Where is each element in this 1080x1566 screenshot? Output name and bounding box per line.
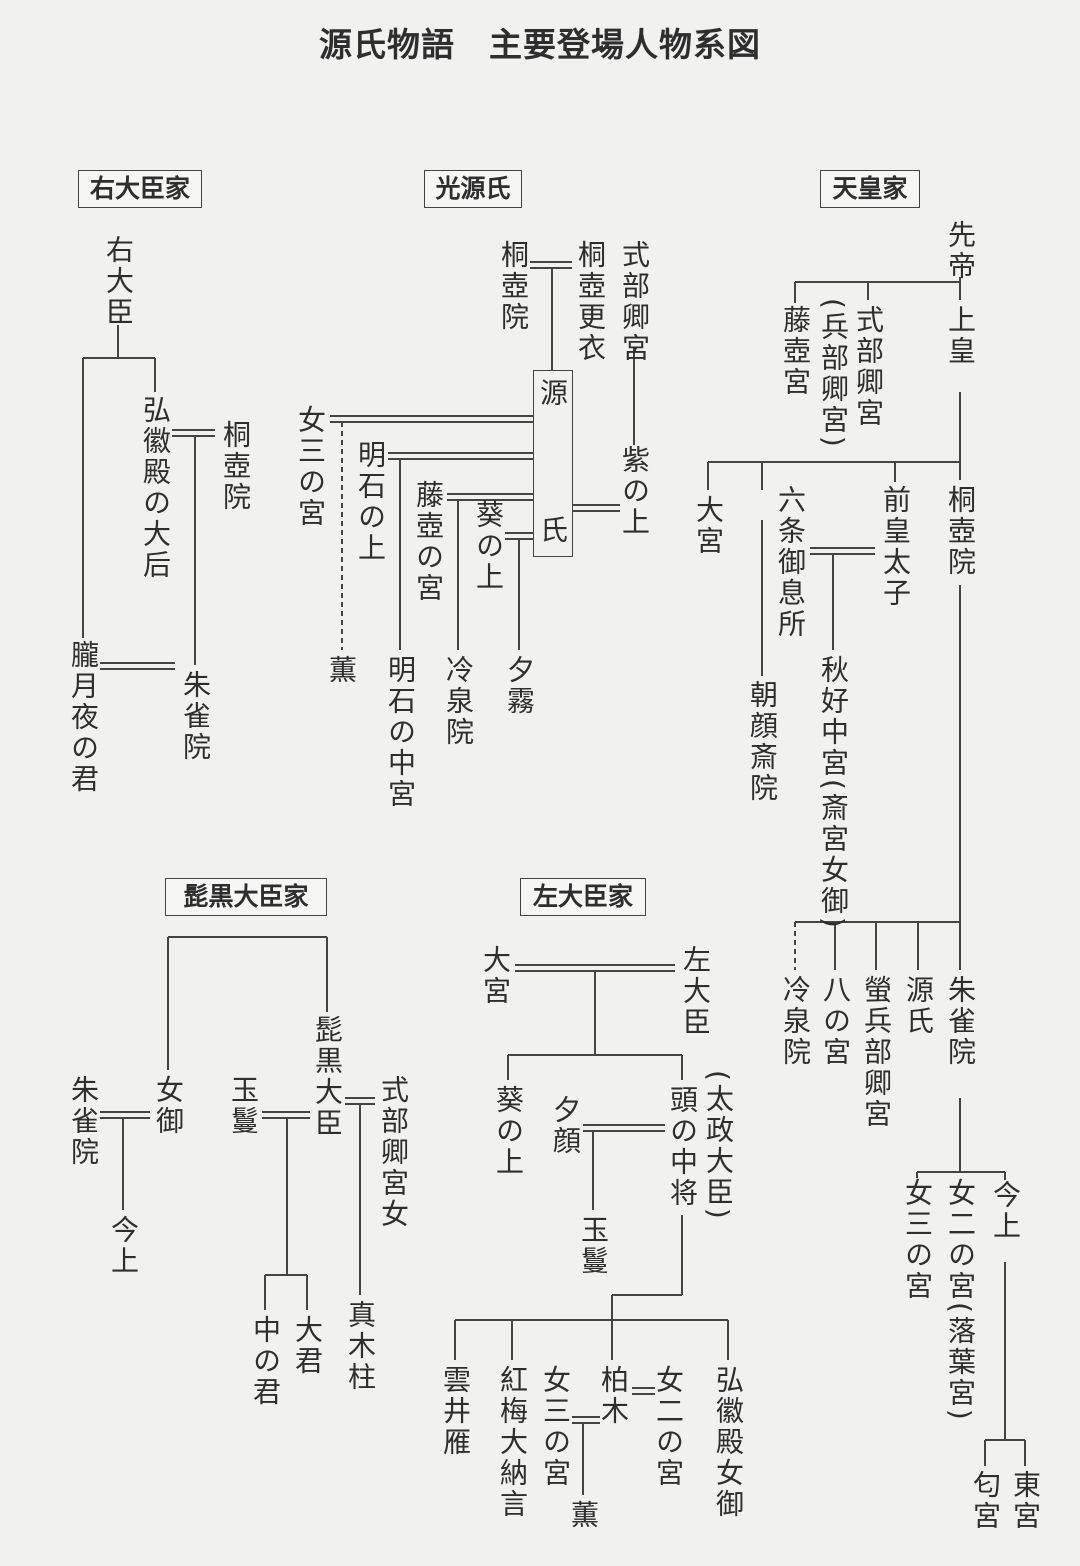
person-imperial-onna-ni: 女二の宮(落葉宮) — [944, 1178, 977, 1423]
person-imperial-hachinomiya: 八の宮 — [819, 975, 852, 1068]
person-genji-shikibukyo: 式部卿宮 — [618, 240, 651, 364]
person-higekuro-suzaku: 朱雀院 — [67, 1075, 100, 1168]
person-sadaijin-kobai: 紅梅大納言 — [496, 1365, 529, 1520]
person-imperial-asagao: 朝顔斎院 — [746, 680, 779, 804]
person-imperial-omiya: 大宮 — [692, 495, 725, 557]
person-imperial-suzaku: 朱雀院 — [944, 975, 977, 1068]
person-sadaijin-tamakazura: 玉鬘 — [577, 1215, 610, 1277]
diagram-title: 源氏物語 主要登場人物系図 — [319, 25, 761, 64]
person-udaijin-udaijin: 右大臣 — [102, 235, 135, 328]
person-sadaijin-aoi: 葵の上 — [492, 1085, 525, 1178]
person-genji-kiritsubo-in: 桐壺院 — [497, 240, 530, 333]
person-genji-akashi-ue: 明石の上 — [354, 440, 387, 564]
person-sadaijin-kashiwagi: 柏木 — [597, 1365, 630, 1427]
person-higekuro-naka-kimi: 中の君 — [249, 1315, 282, 1408]
heading-higekuro-family: 髭黒大臣家 — [165, 878, 327, 916]
person-genji-ji: 氏 — [536, 515, 569, 546]
person-imperial-akikonomu: 秋好中宮(斎宮女御) — [817, 655, 850, 931]
person-genji-kaoru: 薫 — [325, 655, 358, 686]
person-genji-kiritsubo-koi: 桐壺更衣 — [574, 240, 607, 364]
person-imperial-shikibukyo: 式部卿宮 — [852, 305, 885, 429]
person-imperial-hyobukyo: (兵部卿宮) — [817, 298, 850, 450]
person-higekuro-tamakazura: 玉鬘 — [227, 1075, 260, 1137]
person-higekuro-kinjo: 今上 — [107, 1215, 140, 1277]
person-sadaijin-yugao: 夕顔 — [549, 1095, 582, 1157]
person-sadaijin-kaoru: 薫 — [567, 1500, 600, 1531]
person-genji-onna-san: 女三の宮 — [294, 405, 327, 529]
person-imperial-sentei: 先帝 — [944, 220, 977, 282]
person-udaijin-kiritsubo-in: 桐壺院 — [219, 420, 252, 513]
person-udaijin-kokiden: 弘徽殿の大后 — [139, 395, 172, 581]
person-imperial-genji: 源氏 — [902, 975, 935, 1037]
person-sadaijin-dajodaijin: (太政大臣) — [702, 1070, 735, 1222]
person-udaijin-oborozukiyo: 朧月夜の君 — [67, 640, 100, 795]
heading-udaijin-family: 右大臣家 — [78, 170, 202, 208]
person-imperial-fujitsubo: 藤壺宮 — [779, 305, 812, 398]
person-higekuro-higekuro: 髭黒大臣 — [311, 1015, 344, 1139]
person-imperial-reizei: 冷泉院 — [779, 975, 812, 1068]
person-imperial-onna-san: 女三の宮 — [901, 1178, 934, 1302]
person-genji-murasaki: 紫の上 — [618, 445, 651, 538]
heading-imperial-family: 天皇家 — [820, 170, 920, 208]
person-sadaijin-sadaijin: 左大臣 — [679, 945, 712, 1038]
person-sadaijin-onna-ni: 女二の宮 — [652, 1365, 685, 1489]
person-genji-reizei: 冷泉院 — [442, 655, 475, 748]
person-sadaijin-onna-san: 女三の宮 — [539, 1365, 572, 1489]
person-imperial-kiritsubo-in: 桐壺院 — [944, 485, 977, 578]
person-imperial-zenkotaishi: 前皇太子 — [879, 485, 912, 609]
person-udaijin-suzaku-in: 朱雀院 — [179, 670, 212, 763]
person-genji-gen: 源 — [536, 378, 569, 409]
person-genji-yugiri: 夕霧 — [503, 655, 536, 717]
person-sadaijin-omiya: 大宮 — [479, 945, 512, 1007]
heading-sadaijin-family: 左大臣家 — [520, 878, 646, 916]
person-imperial-togu: 東宮 — [1009, 1470, 1042, 1532]
person-sadaijin-kokiden-nyogo: 弘徽殿女御 — [712, 1365, 745, 1520]
person-sadaijin-kumoinokari: 雲井雁 — [439, 1365, 472, 1458]
person-imperial-jokou: 上皇 — [944, 305, 977, 367]
person-imperial-hotaru: 螢兵部卿宮 — [860, 975, 893, 1130]
person-higekuro-shikibu-musume: 式部卿宮女 — [377, 1075, 410, 1230]
heading-hikaru-genji: 光源氏 — [424, 170, 522, 208]
person-higekuro-nyogo: 女御 — [152, 1075, 185, 1137]
person-genji-aoi: 葵の上 — [472, 500, 505, 593]
person-genji-fujitsubo: 藤壺の宮 — [412, 480, 445, 604]
person-imperial-rokujo: 六条御息所 — [774, 485, 807, 640]
person-higekuro-oigimi: 大君 — [291, 1315, 324, 1377]
person-imperial-kinjo: 今上 — [989, 1180, 1022, 1242]
person-sadaijin-to-chujo: 頭の中将 — [666, 1085, 699, 1209]
person-imperial-niou: 匂宮 — [969, 1470, 1002, 1532]
genji-box — [533, 370, 573, 557]
person-genji-akashi-chugu: 明石の中宮 — [384, 655, 417, 810]
person-higekuro-makibashira: 真木柱 — [344, 1300, 377, 1393]
